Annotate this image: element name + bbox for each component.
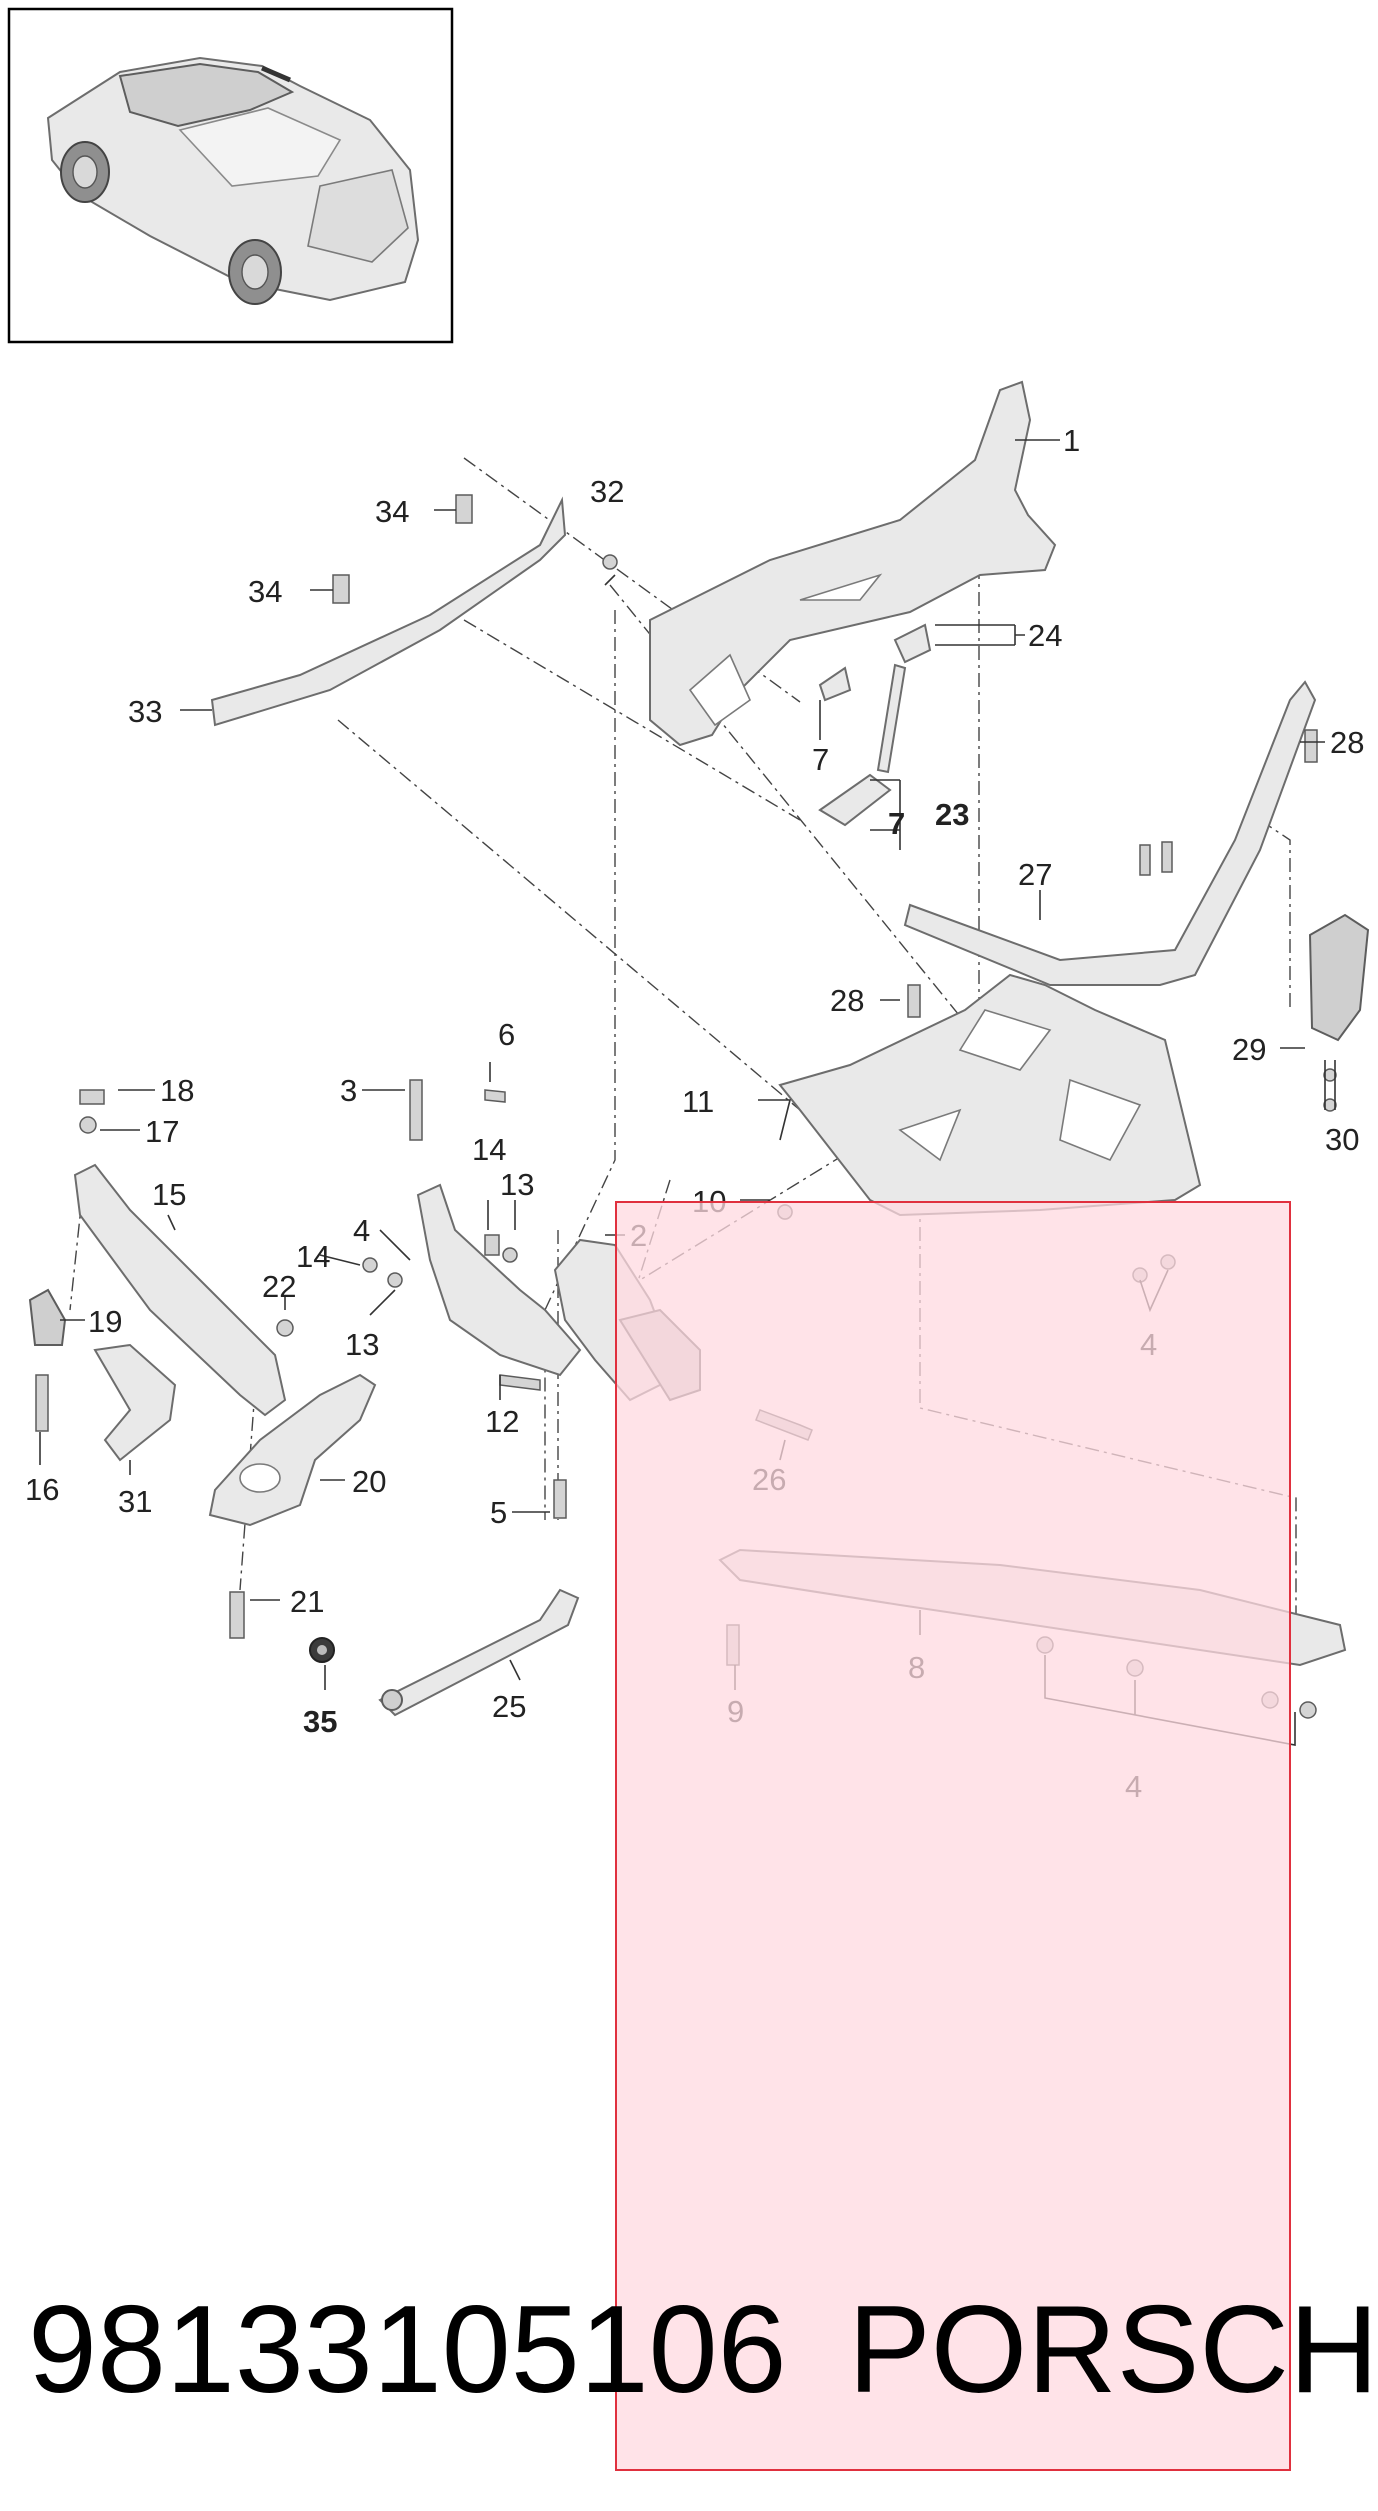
callout-29: 29 <box>1232 1032 1266 1067</box>
callout-35: 35 <box>303 1704 337 1739</box>
callout-27: 27 <box>1018 857 1052 892</box>
callout-34-right: 34 <box>375 494 409 529</box>
callout-31: 31 <box>118 1484 152 1519</box>
brand-name: PORSCHE <box>848 2281 1378 2419</box>
callout-23: 23 <box>935 797 969 832</box>
callout-22: 22 <box>262 1269 296 1304</box>
callout-6: 6 <box>498 1017 515 1052</box>
callout-13-upper: 13 <box>500 1167 534 1202</box>
callout-28-right: 28 <box>1330 725 1364 760</box>
callout-13-lower: 13 <box>345 1327 379 1362</box>
callout-16: 16 <box>25 1472 59 1507</box>
callout-18: 18 <box>160 1073 194 1108</box>
callout-28-left: 28 <box>830 983 864 1018</box>
callout-12: 12 <box>485 1404 519 1439</box>
callout-labels: 1 2 3 4 4 4 5 6 7 7 8 9 10 11 12 13 13 1… <box>25 423 1364 1804</box>
part-number: 98133105106 <box>28 2281 787 2419</box>
callout-5: 5 <box>490 1495 507 1530</box>
car-thumbnail <box>7 7 454 344</box>
callout-19: 19 <box>88 1304 122 1339</box>
callout-11: 11 <box>682 1084 714 1119</box>
highlight-box <box>615 1201 1291 2471</box>
callout-33: 33 <box>128 694 162 729</box>
callout-32: 32 <box>590 474 624 509</box>
callout-1: 1 <box>1063 423 1080 458</box>
callout-15: 15 <box>152 1177 186 1212</box>
callout-25: 25 <box>492 1689 526 1724</box>
callout-24: 24 <box>1028 618 1062 653</box>
callout-4-arm: 4 <box>353 1213 370 1248</box>
callout-14-lower: 14 <box>296 1239 330 1274</box>
callout-7-lower: 7 <box>888 806 905 841</box>
callout-3: 3 <box>340 1073 357 1108</box>
callout-14-upper: 14 <box>472 1132 506 1167</box>
leader-lines <box>39 439 1336 1746</box>
callout-21: 21 <box>290 1584 324 1619</box>
callout-17: 17 <box>145 1114 179 1149</box>
callout-30: 30 <box>1325 1122 1359 1157</box>
callout-34-left: 34 <box>248 574 282 609</box>
callout-20: 20 <box>352 1464 386 1499</box>
callout-7-upper: 7 <box>812 742 829 777</box>
